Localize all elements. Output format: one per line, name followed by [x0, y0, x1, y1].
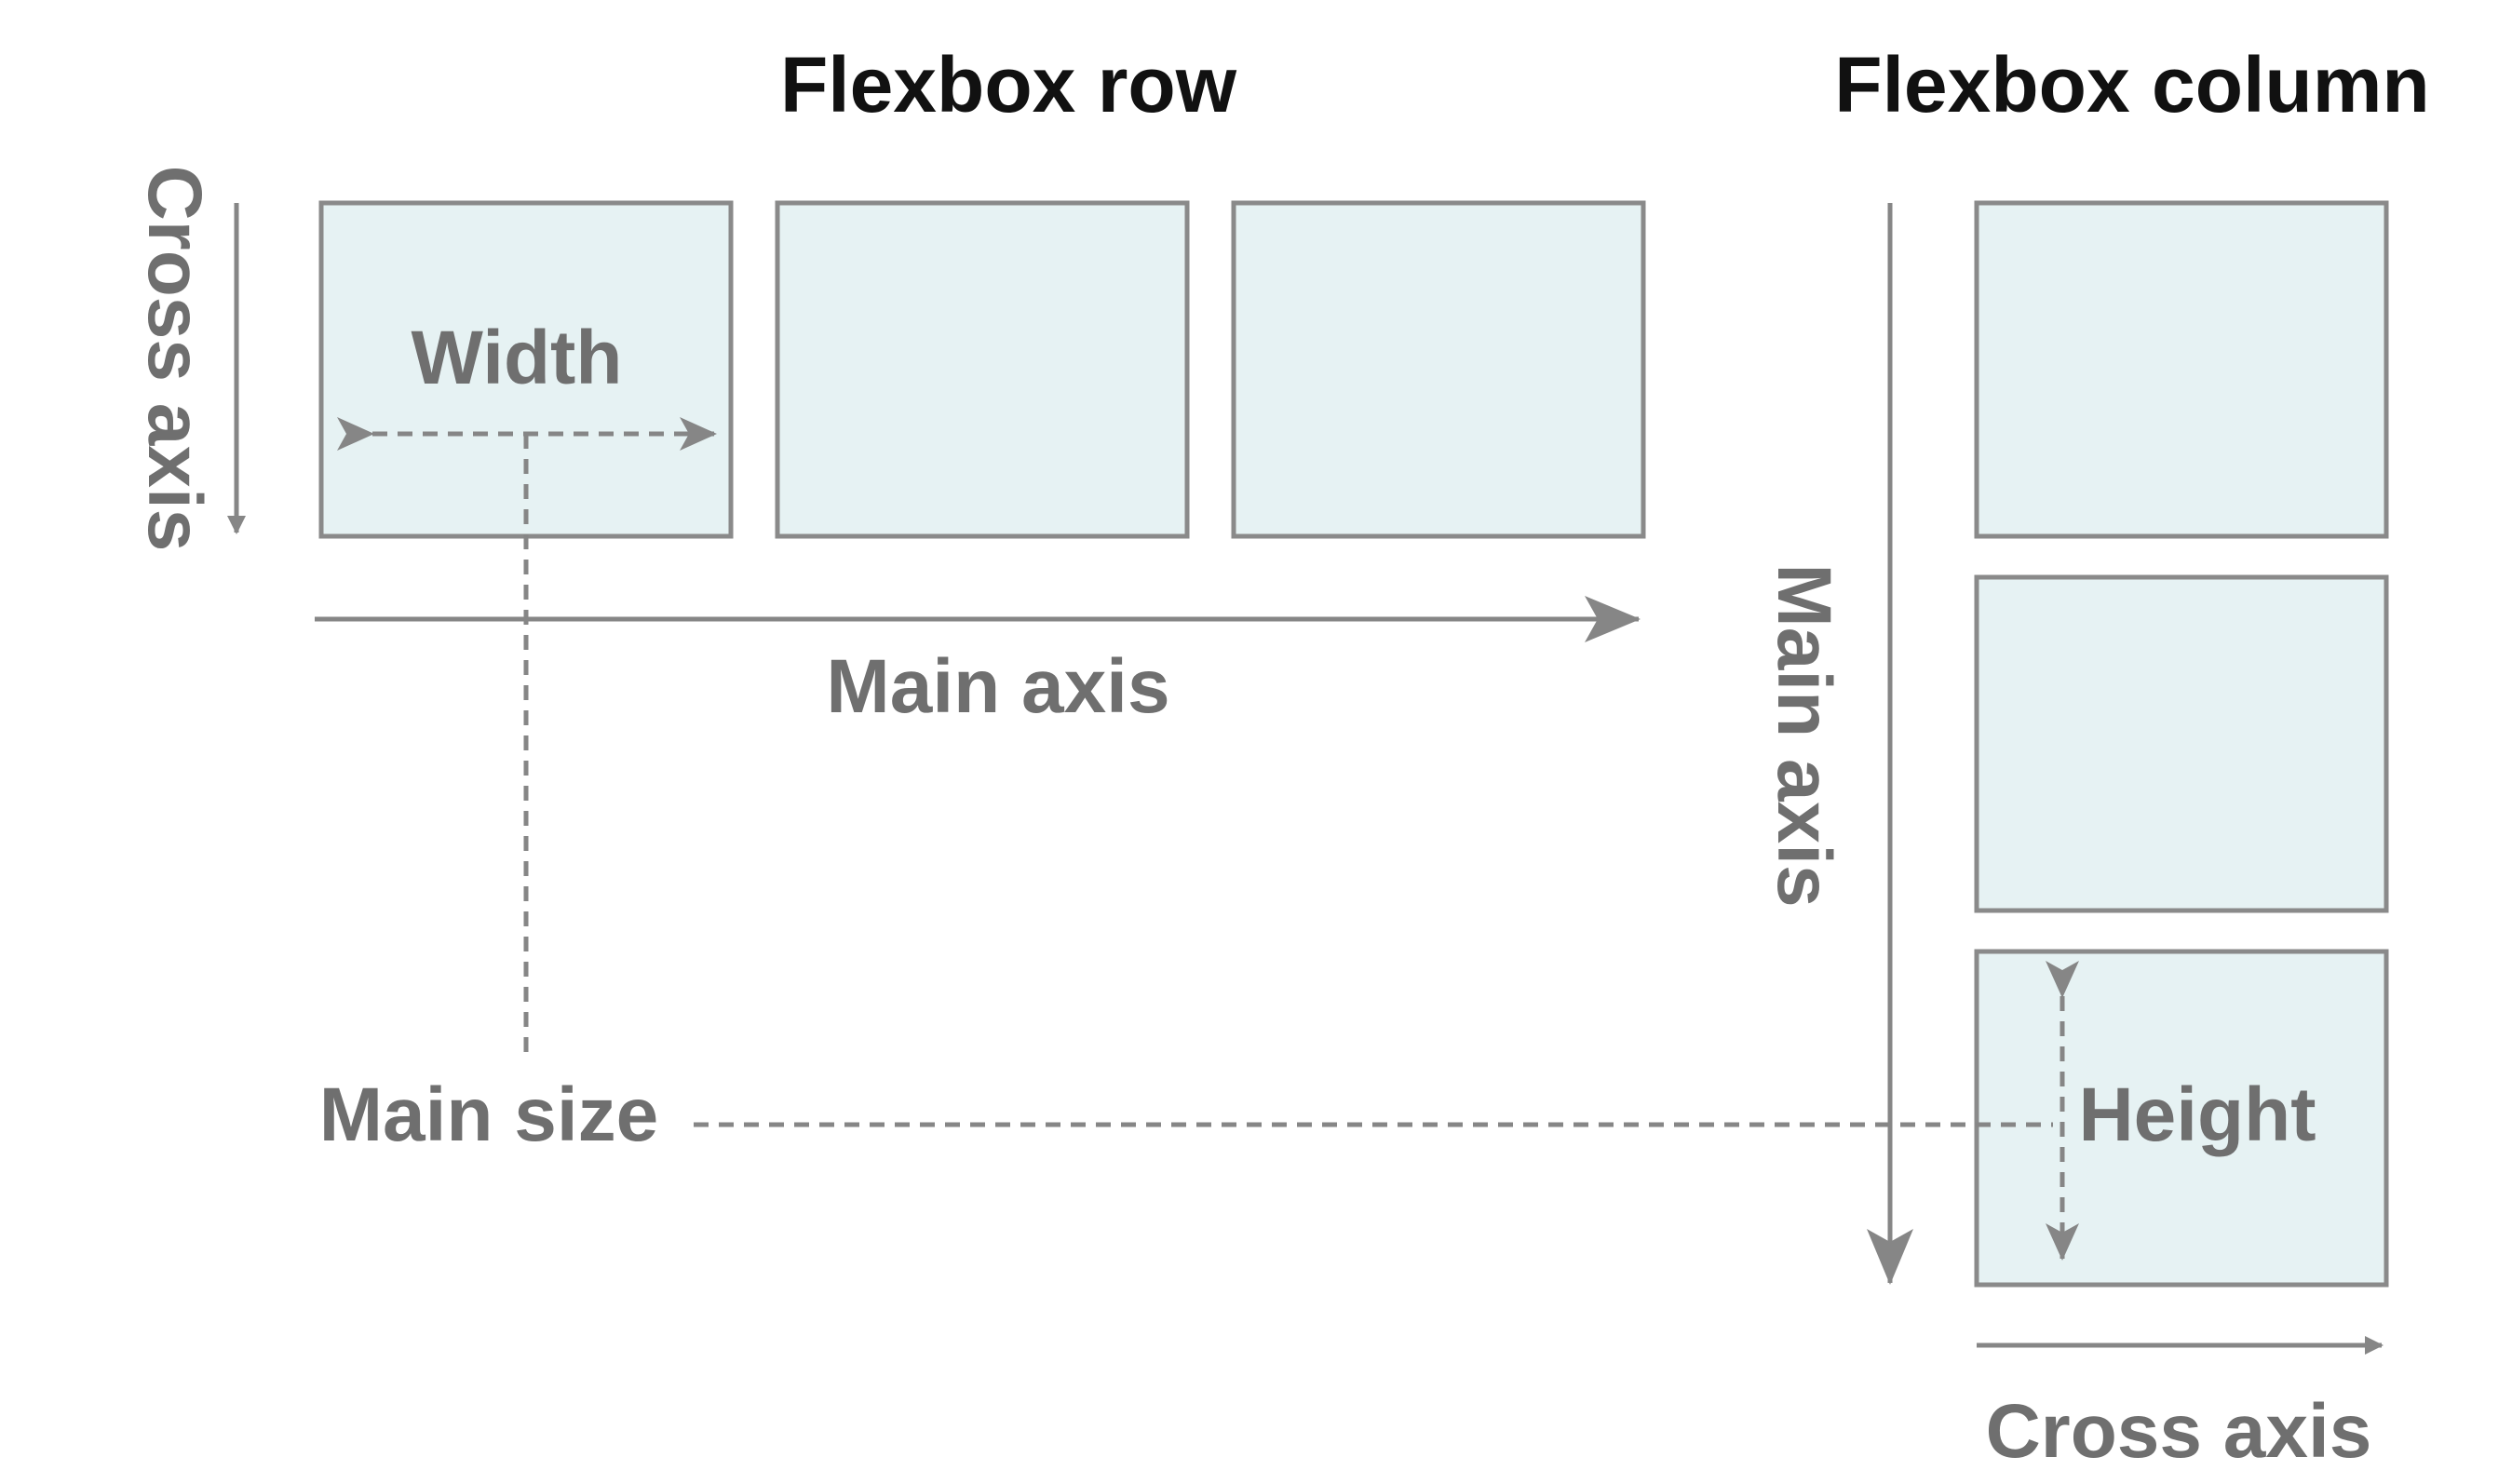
height-label: Height: [2078, 1073, 2316, 1157]
column-main-axis-label: Main axis: [1762, 563, 1846, 907]
column-cross-axis-label: Cross axis: [1986, 1389, 2372, 1474]
flexbox-row-title: Flexbox row: [780, 41, 1237, 128]
row-cross-axis-label: Cross axis: [132, 166, 217, 552]
row-main-axis-label: Main axis: [826, 644, 1169, 729]
row-box-1: [318, 200, 734, 539]
column-box-2: [1974, 574, 2389, 913]
row-box-2: [775, 200, 1190, 539]
column-box-3: [1974, 949, 2389, 1288]
flexbox-column-title: Flexbox column: [1834, 41, 2429, 128]
row-box-3: [1231, 200, 1646, 539]
main-size-label: Main size: [319, 1073, 659, 1157]
column-box-1: [1974, 200, 2389, 539]
width-label: Width: [412, 316, 623, 400]
